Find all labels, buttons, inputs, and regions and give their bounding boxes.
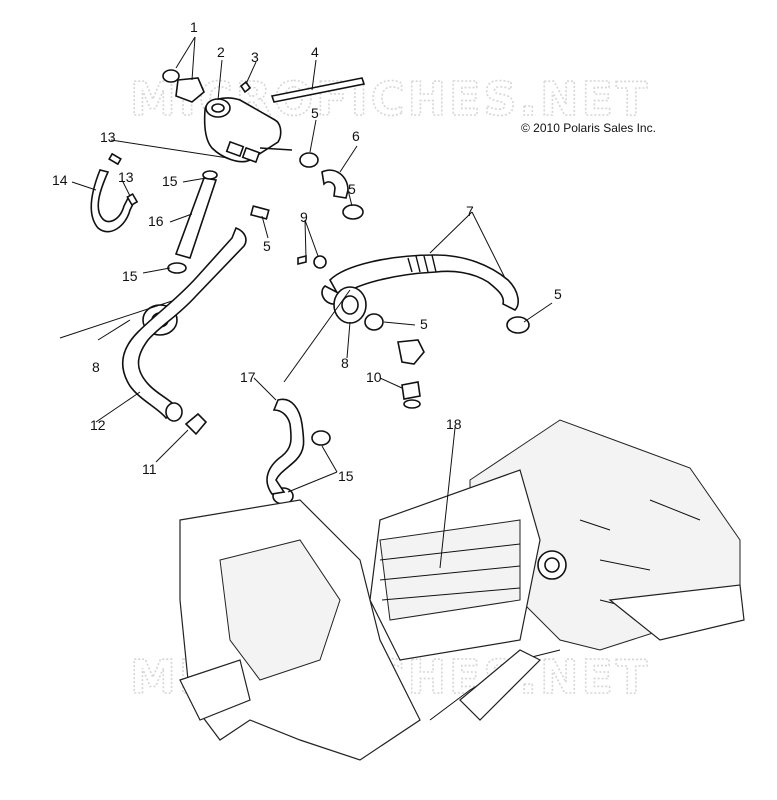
callout-labels: 1 2 3 4 5 6 5 7 9 5 5 5 8 8 10 12 11 13 … bbox=[52, 19, 562, 484]
part-1-cap bbox=[162, 69, 205, 103]
callout-7: 7 bbox=[466, 203, 474, 219]
callout-3: 3 bbox=[251, 49, 259, 65]
callout-10: 10 bbox=[366, 369, 382, 385]
part-3-screw bbox=[239, 80, 252, 94]
callout-5-d: 5 bbox=[554, 286, 562, 302]
part-18-chassis bbox=[179, 419, 745, 761]
callout-2: 2 bbox=[217, 44, 225, 60]
callout-15-b: 15 bbox=[122, 268, 138, 284]
callout-14: 14 bbox=[52, 172, 68, 188]
callout-5-c: 5 bbox=[263, 238, 271, 254]
callout-4: 4 bbox=[311, 44, 319, 60]
callout-9: 9 bbox=[300, 209, 308, 225]
thermostat-housing bbox=[397, 339, 425, 365]
part-12-hose bbox=[121, 226, 247, 422]
part-11-fitting bbox=[184, 412, 208, 436]
callout-11: 11 bbox=[142, 461, 157, 477]
part-17-hose bbox=[266, 398, 305, 495]
part-14-hose bbox=[90, 152, 139, 233]
copyright-text: © 2010 Polaris Sales Inc. bbox=[521, 121, 656, 135]
leader-lines bbox=[71, 36, 553, 569]
callout-13-b: 13 bbox=[118, 169, 134, 185]
callout-5-e: 5 bbox=[420, 316, 428, 332]
part-9-clip bbox=[297, 254, 327, 269]
part-2-reservoir bbox=[203, 97, 293, 164]
callout-8-a: 8 bbox=[92, 359, 100, 375]
part-4-rod bbox=[270, 77, 366, 103]
callout-17: 17 bbox=[240, 369, 256, 385]
callout-15-c: 15 bbox=[338, 468, 354, 484]
part-16-hose bbox=[174, 170, 218, 259]
callout-5-a: 5 bbox=[311, 105, 319, 121]
callout-16: 16 bbox=[148, 213, 164, 229]
callout-13-a: 13 bbox=[100, 129, 116, 145]
callout-18: 18 bbox=[446, 416, 462, 432]
callout-12: 12 bbox=[90, 417, 106, 433]
callout-15-a: 15 bbox=[162, 173, 178, 189]
part-10-sensor bbox=[401, 381, 421, 409]
callout-6: 6 bbox=[352, 128, 360, 144]
callout-1: 1 bbox=[190, 19, 198, 35]
callout-5-b: 5 bbox=[348, 181, 356, 197]
part-5-clamps bbox=[249, 152, 530, 334]
callout-8-b: 8 bbox=[341, 355, 349, 371]
part-6-hose bbox=[321, 169, 349, 199]
